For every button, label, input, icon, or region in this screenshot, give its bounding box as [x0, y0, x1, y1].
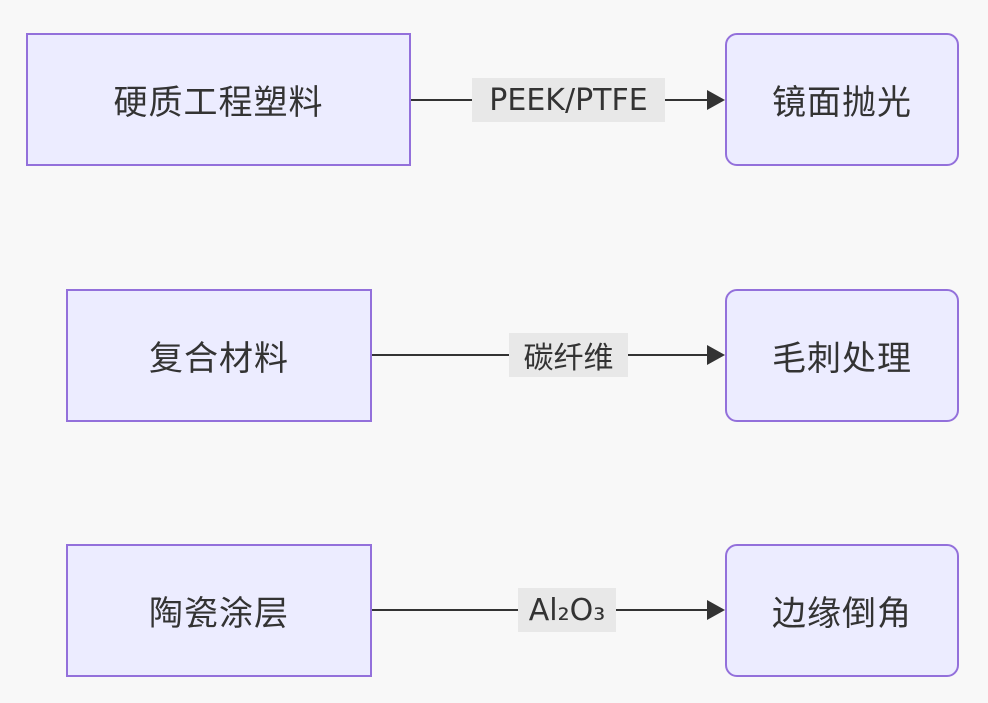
edge-label: Al₂O₃ — [518, 588, 616, 632]
edge-label-text: 碳纤维 — [523, 341, 614, 376]
arrowhead-icon — [707, 90, 725, 110]
source-node-ceramic-coating: 陶瓷涂层 — [66, 544, 372, 677]
target-node-label: 毛刺处理 — [772, 339, 912, 379]
edge-label: 碳纤维 — [509, 333, 628, 377]
target-node-label: 镜面抛光 — [772, 83, 912, 123]
target-node-label: 边缘倒角 — [772, 594, 912, 634]
edge-label-text: PEEK/PTFE — [489, 82, 648, 118]
arrowhead-icon — [707, 345, 725, 365]
edge-label-text: Al₂O₃ — [528, 592, 606, 628]
source-node-hard-plastics: 硬质工程塑料 — [26, 33, 411, 166]
target-node-edge-chamfering: 边缘倒角 — [725, 544, 959, 677]
edge-label: PEEK/PTFE — [472, 78, 665, 122]
source-node-composites: 复合材料 — [66, 289, 372, 422]
target-node-mirror-polishing: 镜面抛光 — [725, 33, 959, 166]
source-node-label: 硬质工程塑料 — [113, 83, 324, 123]
arrowhead-icon — [707, 600, 725, 620]
source-node-label: 陶瓷涂层 — [149, 594, 289, 634]
source-node-label: 复合材料 — [149, 339, 289, 379]
target-node-deburring: 毛刺处理 — [725, 289, 959, 422]
